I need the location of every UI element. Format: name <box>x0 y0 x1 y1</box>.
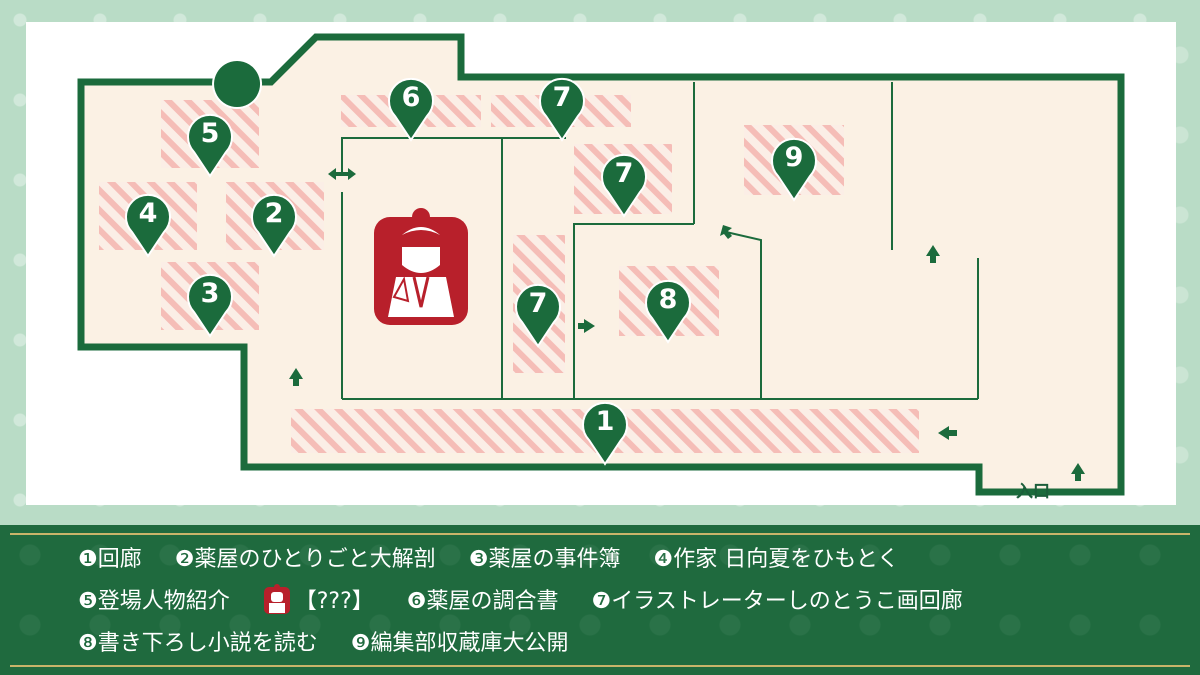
pin-number: 6 <box>401 81 421 113</box>
pin-8[interactable]: 8 <box>638 274 698 344</box>
arrow-left-bottom <box>938 426 957 440</box>
pin-4[interactable]: 4 <box>118 188 178 258</box>
pin-number: 3 <box>200 277 220 309</box>
pin-number: 8 <box>658 283 678 315</box>
legend-item-7: ❼イラストレーターしのとうこ画回廊 <box>591 589 963 614</box>
pin-1[interactable]: 1 <box>575 396 635 466</box>
pin-2[interactable]: 2 <box>244 188 304 258</box>
map-pin-icon <box>515 283 561 348</box>
pin-number: 7 <box>614 157 634 189</box>
map-pin-icon <box>601 153 647 218</box>
legend-item-mystery-label: 【???】 <box>294 589 374 614</box>
map-pin-icon <box>251 193 297 258</box>
pin-number: 9 <box>784 141 804 173</box>
legend-row-2: ❺登場人物紹介 【???】 ❻薬屋の調合書 ❼イラストレーターしのとうこ画回廊 <box>78 583 989 615</box>
pin-6[interactable]: 6 <box>381 72 441 142</box>
map-pin-icon <box>771 137 817 202</box>
legend-top-rule <box>10 533 1190 535</box>
map-pin-icon <box>645 279 691 344</box>
pin-5[interactable]: 5 <box>180 108 240 178</box>
pin-9[interactable]: 9 <box>764 132 824 202</box>
map-pin-icon <box>187 273 233 338</box>
arrow-up-right <box>926 245 940 263</box>
legend-row-3: ❽書き下ろし小説を読む ❾編集部収蔵庫大公開 <box>78 625 594 657</box>
legend-item-4: ❹作家 日向夏をひもとく <box>653 547 900 572</box>
legend-panel: ❶回廊 ❷薬屋のひとりごと大解剖 ❸薬屋の事件簿 ❹作家 日向夏をひもとく ❺登… <box>0 525 1200 675</box>
map-pin-icon <box>125 193 171 258</box>
interior-walls <box>341 82 979 400</box>
map-pin-icon <box>582 401 628 466</box>
pin-number: 2 <box>264 197 284 229</box>
legend-item-5: ❺登場人物紹介 <box>78 589 230 614</box>
legend-item-mystery: 【???】 <box>263 583 374 615</box>
entrance-label: 入口 <box>1016 482 1050 502</box>
pin-number: 7 <box>528 287 548 319</box>
arrow-double <box>328 168 356 180</box>
map-pin-icon <box>539 77 585 142</box>
pin-number: 7 <box>552 81 572 113</box>
pin-number: 5 <box>200 117 220 149</box>
character-illustration <box>374 208 468 325</box>
arrow-diagonal <box>720 225 732 239</box>
legend-item-2: ❷薬屋のひとりごと大解剖 <box>174 547 436 572</box>
pin-7-top[interactable]: 7 <box>532 72 592 142</box>
legend-item-3: ❸薬屋の事件簿 <box>468 547 621 572</box>
legend-row-1: ❶回廊 ❷薬屋のひとりごと大解剖 ❸薬屋の事件簿 ❹作家 日向夏をひもとく <box>78 541 925 573</box>
legend-bottom-rule <box>10 665 1190 667</box>
legend-item-1: ❶回廊 <box>78 547 142 572</box>
legend-item-8: ❽書き下ろし小説を読む <box>78 631 318 656</box>
legend-item-9: ❾編集部収蔵庫大公開 <box>350 631 569 656</box>
museum-floor-map: 1 2 3 4 5 6 7 7 7 8 9 入口 <box>26 22 1176 505</box>
pin-3[interactable]: 3 <box>180 268 240 338</box>
floor-plan <box>77 33 1125 496</box>
pin-number: 4 <box>138 197 158 229</box>
legend-item-6: ❻薬屋の調合書 <box>406 589 559 614</box>
pin-7-middle[interactable]: 7 <box>594 148 654 218</box>
arrow-entrance <box>1071 463 1085 481</box>
character-icon <box>263 584 290 614</box>
map-pin-icon <box>388 77 434 142</box>
arrow-right-mid <box>578 319 595 333</box>
pin-number: 1 <box>595 405 615 437</box>
arrow-up-left <box>289 368 303 386</box>
pin-shapes <box>212 59 263 109</box>
map-pin-icon <box>187 113 233 178</box>
route-arrows <box>289 168 1085 481</box>
pin-7-lower[interactable]: 7 <box>508 278 568 348</box>
